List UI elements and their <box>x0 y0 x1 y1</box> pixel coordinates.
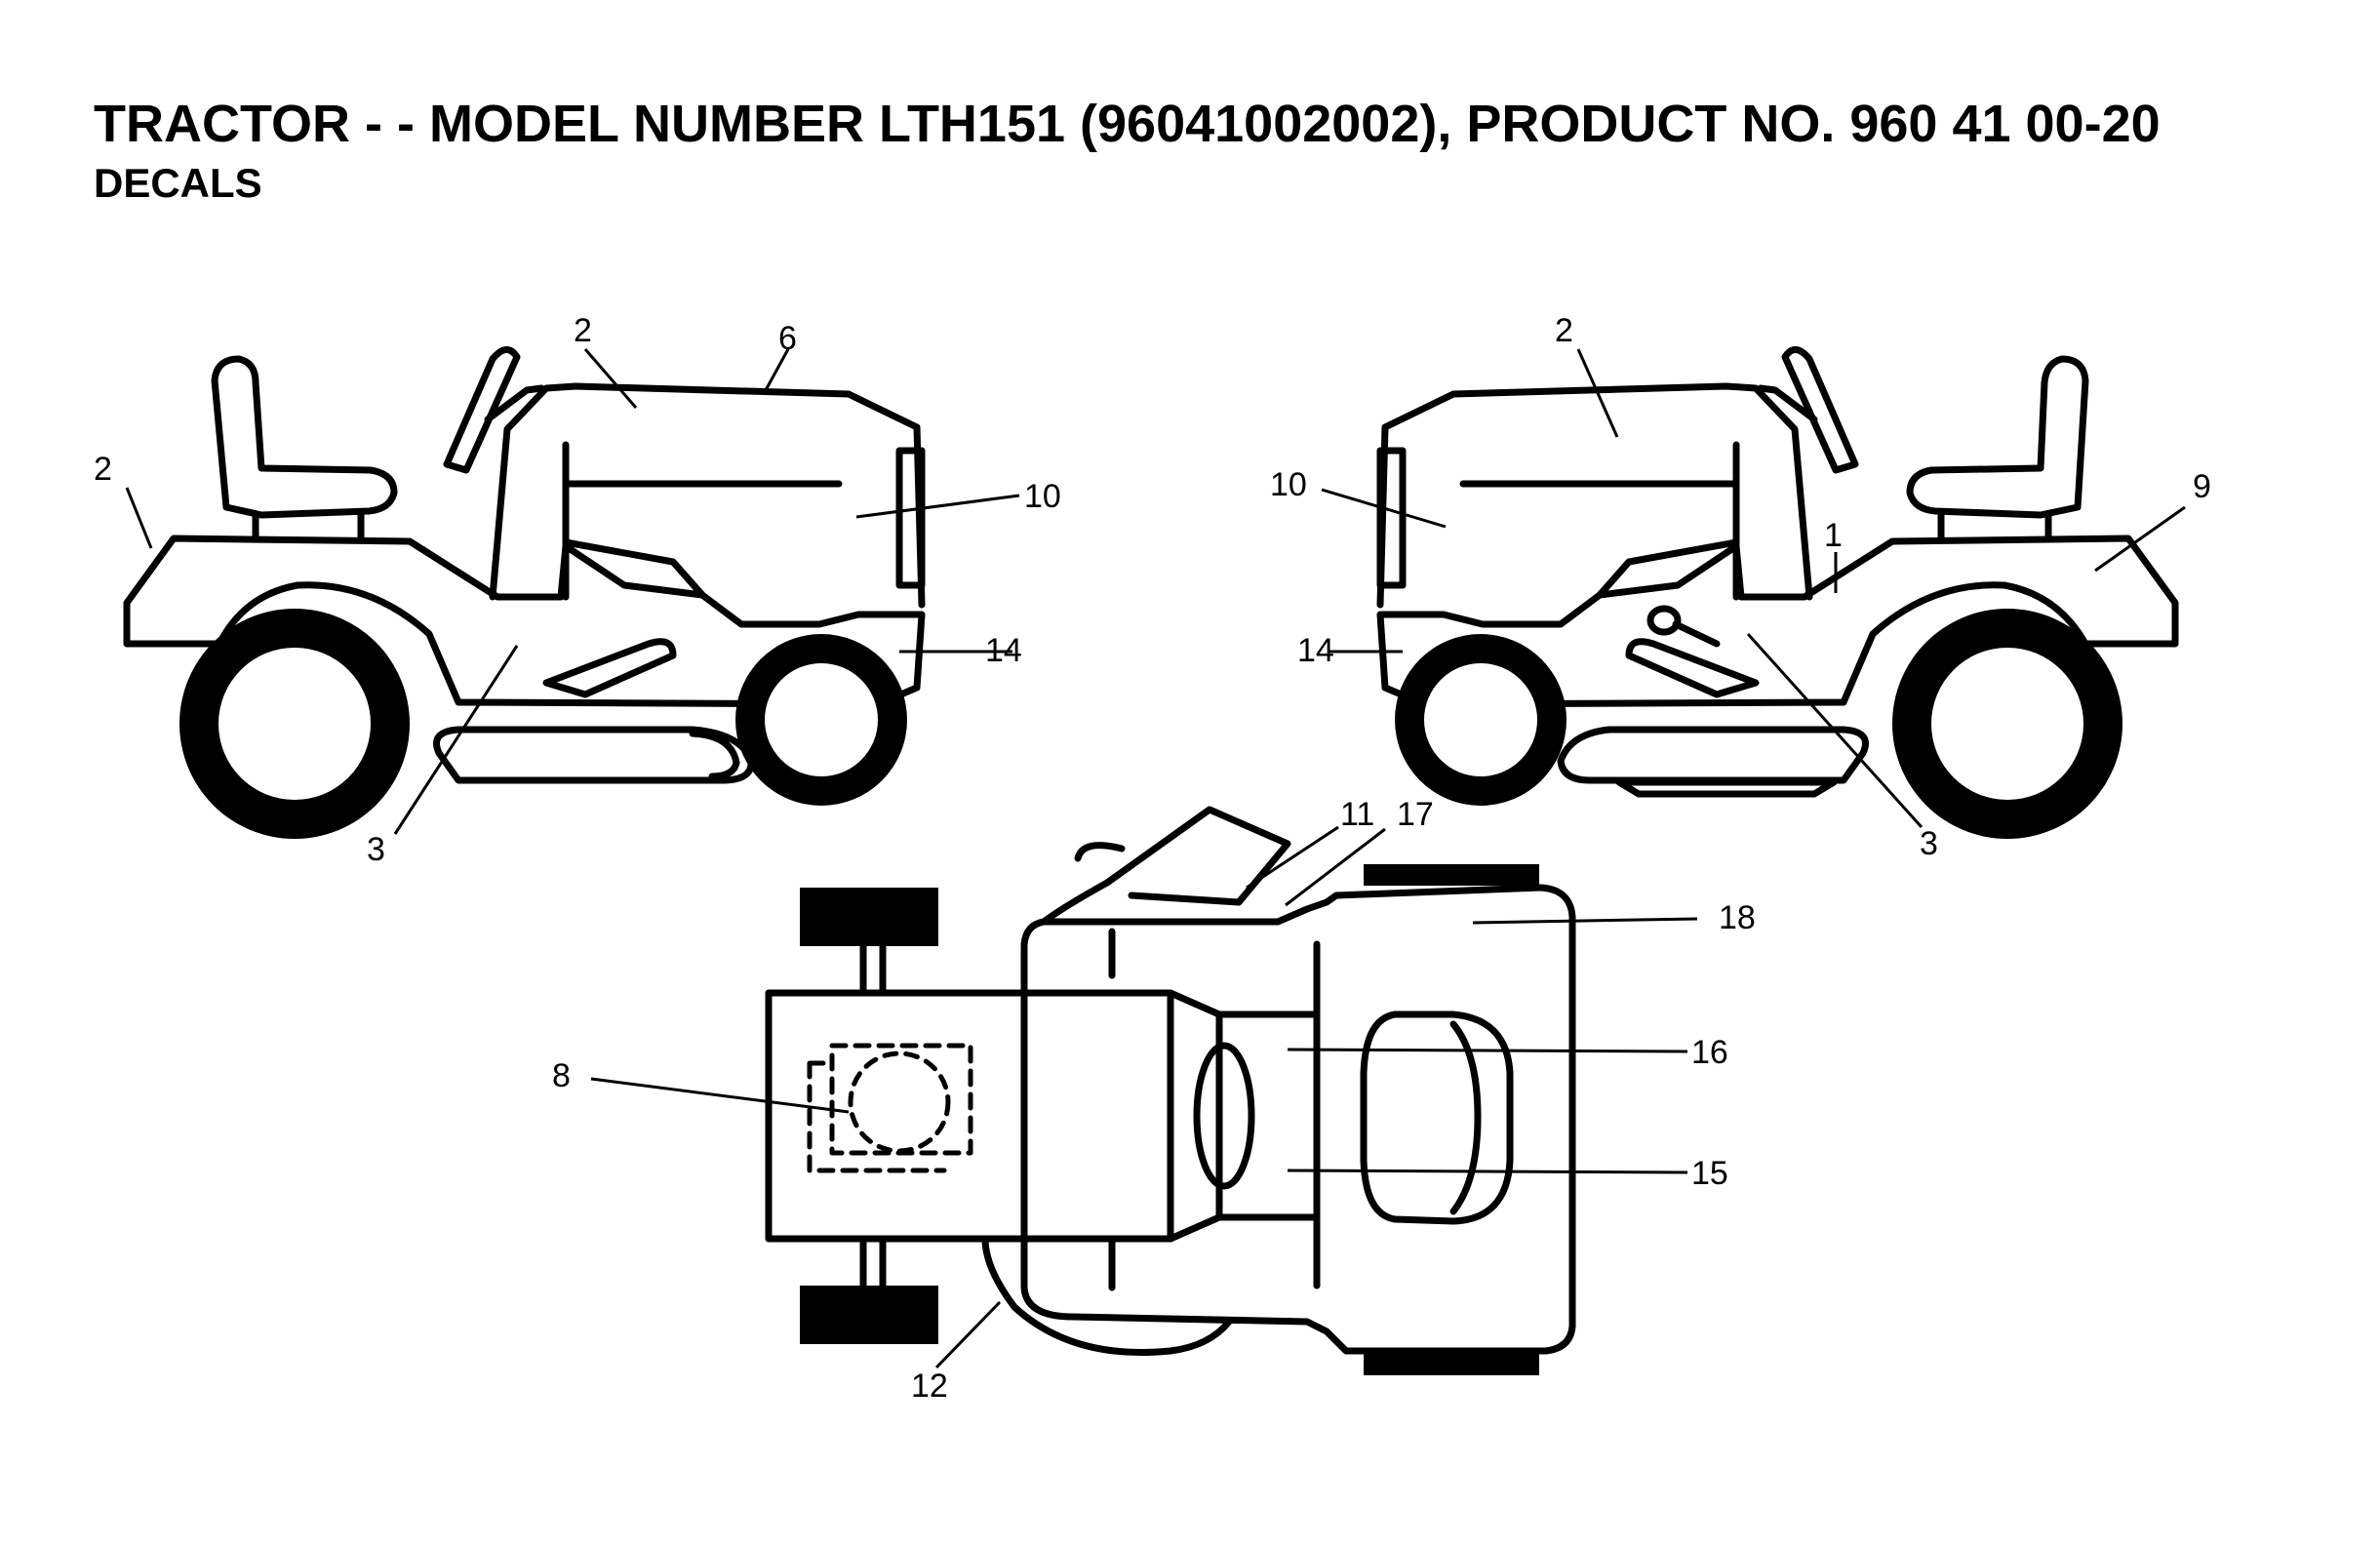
callout-17: 17 <box>1397 796 1434 833</box>
left-view-wheels <box>179 609 907 839</box>
callout-10-left: 10 <box>1024 478 1061 515</box>
callout-labels: 2 2 6 10 14 3 2 10 1 9 14 3 8 11 17 18 1… <box>94 312 2211 1405</box>
tractor-left-side-view <box>123 346 926 784</box>
callout-14-left: 14 <box>985 632 1022 669</box>
callout-1: 1 <box>1824 517 1843 554</box>
callout-14-right: 14 <box>1297 632 1334 669</box>
callout-8: 8 <box>552 1057 571 1094</box>
callout-15: 15 <box>1691 1155 1728 1192</box>
callout-2-right-hood: 2 <box>1555 312 1573 349</box>
callout-3-left: 3 <box>367 831 385 868</box>
top-view-tires <box>800 864 1539 1375</box>
tractor-right-side-view <box>1376 346 2179 798</box>
callout-6: 6 <box>778 320 797 357</box>
callout-10-right: 10 <box>1270 466 1307 503</box>
callout-2-left-hood: 2 <box>574 312 592 349</box>
tractor-top-view <box>765 806 1576 1357</box>
callout-9: 9 <box>2193 468 2211 505</box>
callout-2-left-fender: 2 <box>94 451 112 488</box>
right-view-wheels <box>1395 609 2122 839</box>
leader-lines <box>125 348 2186 1369</box>
page-subtitle: DECALS <box>94 160 262 206</box>
callout-18: 18 <box>1719 899 1756 936</box>
callout-3-right: 3 <box>1920 825 1938 862</box>
callout-11: 11 <box>1340 796 1374 833</box>
page-title: TRACTOR - - MODEL NUMBER LTH151 (9604100… <box>94 95 2161 153</box>
callout-16: 16 <box>1691 1034 1728 1071</box>
callout-12: 12 <box>911 1368 948 1405</box>
